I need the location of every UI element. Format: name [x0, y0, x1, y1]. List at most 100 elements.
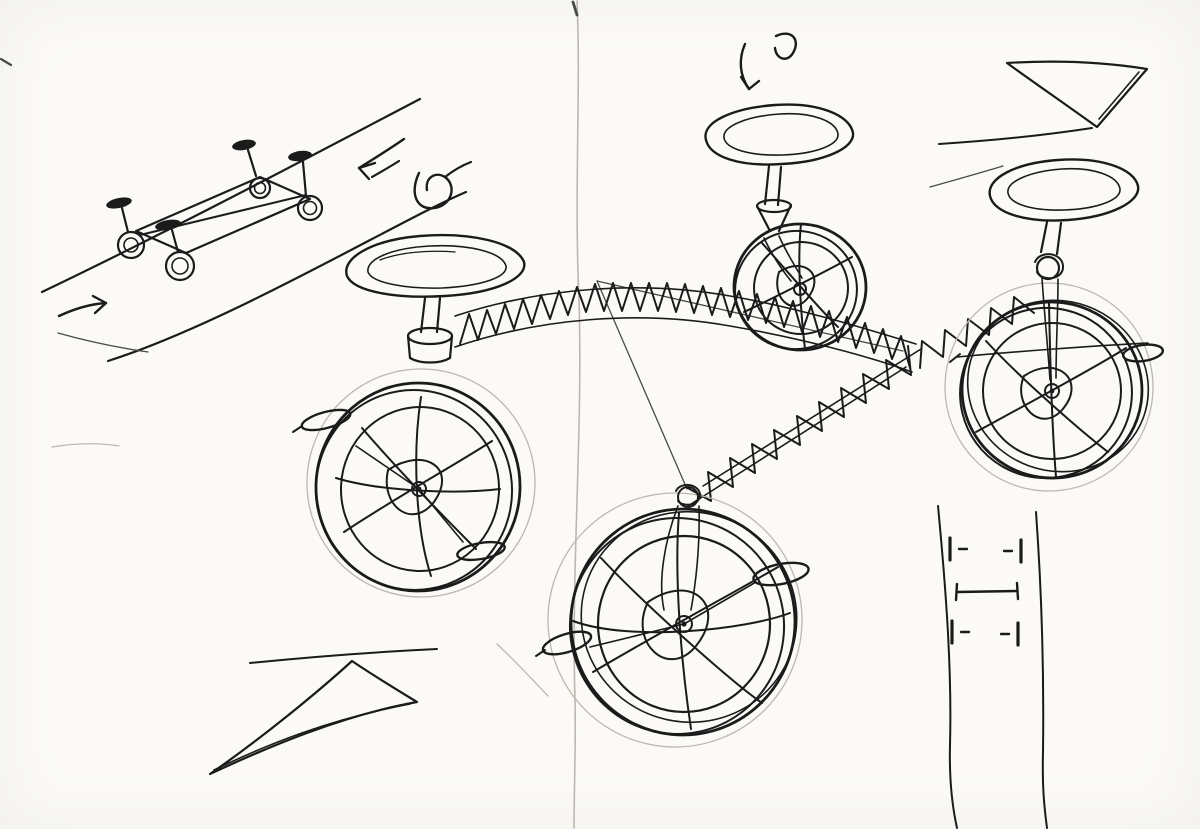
mini-wheel-rim	[253, 181, 267, 195]
spoke-scribble	[761, 242, 839, 328]
curl-stroke	[773, 32, 798, 60]
mini-wheel-rim	[123, 237, 139, 253]
edge-speck	[0, 57, 13, 67]
gesture-arrows	[413, 32, 798, 210]
head-scribble	[675, 484, 701, 506]
crank	[418, 488, 464, 543]
mini-wheel	[116, 230, 146, 260]
mini-wheel	[296, 194, 324, 222]
crease-line	[573, 0, 581, 829]
pedal	[752, 561, 810, 587]
pedal-tail	[535, 649, 546, 657]
stray-marks	[51, 443, 549, 697]
saddle-inner-line	[723, 112, 839, 156]
mini-wheel-rim	[302, 200, 318, 216]
spoke-loop-scribble	[385, 459, 443, 516]
down-arrowhead	[739, 75, 761, 91]
triangle-double-stroke	[213, 703, 411, 771]
crease-dark-dash	[571, 0, 579, 17]
spoke-loop-scribble	[1020, 366, 1073, 420]
mini-saddle	[155, 219, 181, 231]
axle-hook	[949, 353, 961, 363]
saddle-unit-right	[988, 158, 1140, 281]
arrowhead	[357, 161, 377, 181]
mini-wheel	[248, 176, 272, 200]
head-scribble	[1034, 253, 1065, 280]
seat-post	[763, 164, 783, 207]
pointer-top-line	[249, 648, 438, 664]
seat-post	[419, 296, 442, 334]
wheel-unit-front	[732, 222, 868, 352]
loop-arrow-tail	[443, 160, 473, 179]
spoke-loop-scribble	[641, 589, 710, 661]
tire-outline	[314, 389, 514, 591]
arrow-down-left	[357, 137, 406, 181]
hub	[675, 615, 693, 633]
triangle-outline	[208, 659, 419, 776]
plan-road-line	[1035, 511, 1048, 829]
arrow-shaft	[57, 301, 108, 318]
fork-line	[763, 237, 792, 282]
arrow-forward	[57, 294, 108, 318]
rim-outline	[982, 322, 1122, 460]
frame-beam-far	[454, 282, 917, 373]
steering-head-knot	[677, 486, 699, 508]
fork-line	[690, 505, 700, 611]
beam-edge	[702, 348, 922, 487]
ghost-circle	[306, 368, 536, 598]
pointer-tail-line	[938, 127, 1093, 145]
saddle-outline paperfill	[704, 103, 855, 166]
pedal	[1121, 343, 1165, 363]
plan-view-diagram	[937, 505, 1048, 829]
frame-construction-line	[596, 280, 688, 490]
beam-edge	[687, 366, 907, 507]
spoke-scribble	[343, 440, 493, 533]
saddle-inner-line	[367, 244, 507, 289]
beam-hatch-scribble	[459, 282, 911, 369]
crank	[683, 581, 757, 625]
triangle-inner-line	[1098, 71, 1140, 120]
hub	[411, 481, 427, 497]
pedal-tail	[292, 425, 303, 433]
beam-edge	[454, 287, 917, 345]
hub	[793, 282, 807, 296]
fork-line	[1055, 278, 1059, 379]
axle-line	[956, 342, 1149, 358]
stray-line	[51, 443, 120, 448]
arrow-extra-stroke	[370, 159, 401, 179]
mini-saddle	[288, 150, 312, 162]
tire-outline	[734, 229, 858, 351]
arrowhead	[91, 294, 108, 315]
plan-axle-tick	[954, 581, 1020, 602]
paper-fold-crease	[0, 0, 581, 829]
wheel-unit-left	[292, 368, 536, 598]
fork-line	[660, 505, 679, 611]
mini-frame	[134, 175, 312, 255]
saddle-contour	[379, 250, 456, 261]
saddle-unit-front	[704, 103, 855, 233]
pointer-top-right	[929, 60, 1149, 188]
beam-edge	[454, 317, 913, 373]
spoke-scribble	[592, 566, 779, 673]
mini-saddle	[106, 197, 132, 209]
ghost-circle	[547, 492, 803, 748]
pointer-faint-line	[929, 165, 1004, 188]
seat-cone	[755, 203, 793, 233]
stray-line	[496, 643, 549, 697]
mini-seat-post	[120, 148, 308, 254]
fork-line	[778, 235, 803, 279]
fork-line	[1041, 277, 1051, 381]
crank	[355, 445, 420, 490]
mini-wheel	[164, 250, 196, 282]
spoke-scribble	[600, 557, 763, 704]
spoke-scribble	[798, 223, 806, 350]
overview-side-sketch	[40, 97, 468, 363]
plan-axle-line	[955, 589, 1019, 594]
spoke-scribble	[676, 512, 692, 730]
seat-collar-side	[406, 334, 454, 364]
seat-post	[1039, 220, 1063, 256]
pedal	[456, 540, 506, 562]
spoke-loop-scribble	[776, 265, 816, 307]
